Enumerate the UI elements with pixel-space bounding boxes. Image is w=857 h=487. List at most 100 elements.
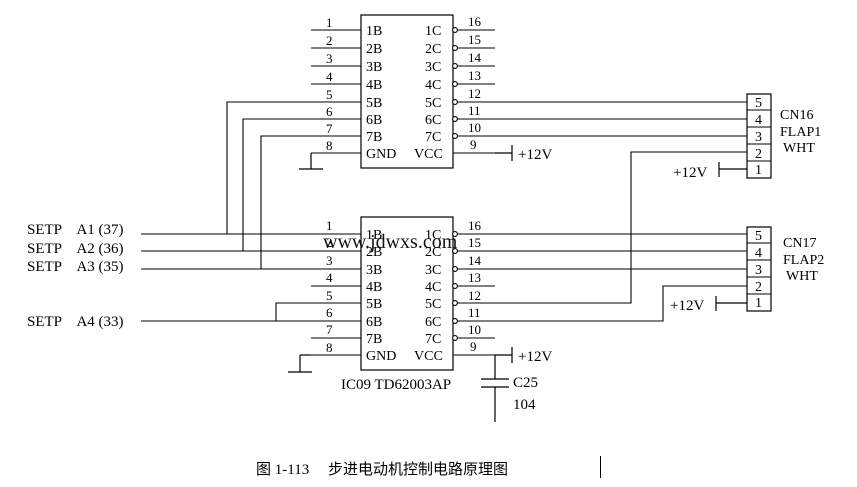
- capacitor-symbol: [481, 355, 509, 422]
- lower-ic-pin-num: 7: [326, 322, 333, 337]
- upper-ic-pin-num: 11: [468, 103, 481, 118]
- vcc-terminal: [495, 347, 513, 363]
- upper-ic-pin-num: 2: [326, 33, 333, 48]
- cn17-pin-4: 4: [755, 246, 762, 261]
- cn17-supply-terminal: [715, 296, 747, 311]
- lower-ic-pin-num: 9: [470, 339, 477, 354]
- upper-ic-pin-num: 13: [468, 68, 481, 83]
- upper-ic-pin-num: 12: [468, 86, 481, 101]
- cn17-pin-2: 2: [755, 280, 762, 295]
- signal-label-a4: SETP A4 (33): [27, 314, 124, 330]
- upper-ic-pin-label: 2C: [425, 42, 441, 57]
- cn16-pin-3: 3: [755, 130, 762, 145]
- lower-ic-pin-label: VCC: [414, 349, 443, 364]
- lower-ic-pin-label: 4C: [425, 280, 441, 295]
- upper-ic-pin-label: 4B: [366, 78, 382, 93]
- lower-ic: 1 2 3 4 5 6 7 8 1B 2B 3B 4B 5B 6B 7B GND…: [288, 216, 552, 422]
- lower-ic-pin-num: 15: [468, 235, 481, 250]
- lower-ic-pin-num: 11: [468, 305, 481, 320]
- figure-caption: 图 1-113 步进电动机控制电路原理图: [256, 461, 508, 478]
- upper-ic-pin-num: 16: [468, 14, 482, 29]
- cn17-pin-5: 5: [755, 229, 762, 244]
- lower-ic-body: [360, 216, 454, 371]
- cn16-pin-1: 1: [755, 163, 762, 178]
- upper-ic-pin-num: 14: [468, 50, 482, 65]
- ground-symbol: [288, 354, 312, 373]
- lower-ic-pin-num: 8: [326, 340, 333, 355]
- upper-ic-pin-label: 7C: [425, 130, 441, 145]
- upper-ic-pin-label: 5B: [366, 96, 382, 111]
- signal-wires: [141, 101, 311, 322]
- cn16-label-color: WHT: [783, 141, 815, 156]
- signal-label-a3: SETP A3 (35): [27, 259, 124, 275]
- upper-ic-pin-num: 9: [470, 137, 477, 152]
- lower-ic-pin-label: 6C: [425, 315, 441, 330]
- lower-ic-pin-num: 2: [326, 235, 333, 250]
- lower-ic-pin-label: 4B: [366, 280, 382, 295]
- lower-ic-pin-num: 10: [468, 322, 481, 337]
- upper-ic-pin-label: 3C: [425, 60, 441, 75]
- upper-vcc-label: +12V: [518, 147, 552, 163]
- watermark-text: www.jdwxs.com: [323, 231, 458, 253]
- lower-ic-pin-num: 3: [326, 253, 333, 268]
- lower-ic-pin-label: 5B: [366, 297, 382, 312]
- connector-cn17: 5 4 3 2 1 CN17 FLAP2 WHT +12V: [670, 226, 824, 314]
- lower-ic-pin-label: 2C: [425, 245, 441, 260]
- signal-label-a2: SETP A2 (36): [27, 241, 124, 257]
- lower-ic-pin-label: 5C: [425, 297, 441, 312]
- cn16-pin-4: 4: [755, 113, 762, 128]
- upper-ic-pin-label: 7B: [366, 130, 382, 145]
- upper-ic-pin-num: 4: [326, 69, 333, 84]
- upper-ic-pin-num: 15: [468, 32, 481, 47]
- upper-ic-body: [360, 14, 454, 169]
- lower-ic-pin-num: 1: [326, 218, 333, 233]
- lower-ic-pin-num: 5: [326, 288, 333, 303]
- lower-ic-pin-label: GND: [366, 349, 396, 364]
- upper-ic-pin-num: 5: [326, 87, 333, 102]
- lower-ic-pin-label: 1B: [366, 228, 382, 243]
- signal-label-a1: SETP A1 (37): [27, 222, 124, 238]
- capacitor-value: 104: [513, 397, 536, 413]
- cn17-name: CN17: [783, 236, 816, 251]
- cn16-pin-2: 2: [755, 147, 762, 162]
- lower-ic-pin-num: 12: [468, 288, 481, 303]
- lower-ic-pin-num: 14: [468, 253, 482, 268]
- ic-name-label: IC09 TD62003AP: [341, 377, 451, 393]
- vcc-terminal: [495, 145, 513, 161]
- upper-ic: 1 2 3 4 5 6 7 8 1B 2B 3B 4B 5B 6B 7B GND…: [299, 14, 552, 170]
- upper-ic-pin-num: 10: [468, 120, 481, 135]
- upper-ic-pin-num: 6: [326, 104, 333, 119]
- cn17-label-color: WHT: [786, 269, 818, 284]
- upper-ic-pin-label: 2B: [366, 42, 382, 57]
- cn17-label-flap: FLAP2: [783, 253, 824, 268]
- cn16-supply-terminal: [718, 162, 747, 177]
- upper-ic-pin-label: 6C: [425, 113, 441, 128]
- lower-ic-pin-label: 1C: [425, 228, 441, 243]
- lower-ic-pin-label: 2B: [366, 245, 382, 260]
- upper-ic-pin-label: 6B: [366, 113, 382, 128]
- upper-ic-pin-label: VCC: [414, 147, 443, 162]
- lower-ic-pin-label: 6B: [366, 315, 382, 330]
- upper-ic-pin-label: 5C: [425, 96, 441, 111]
- upper-ic-pin-label: 3B: [366, 60, 382, 75]
- upper-ic-pin-num: 3: [326, 51, 333, 66]
- lower-ic-pin-num: 6: [326, 305, 333, 320]
- text-cursor: [600, 456, 601, 478]
- lower-ic-pin-label: 3C: [425, 263, 441, 278]
- lower-ic-pin-num: 16: [468, 218, 482, 233]
- lower-ic-pin-label: 7C: [425, 332, 441, 347]
- output-wires: [495, 101, 747, 322]
- cn16-label-flap: FLAP1: [780, 125, 821, 140]
- cn17-pin-3: 3: [755, 263, 762, 278]
- upper-ic-pin-label: 1C: [425, 24, 441, 39]
- connector-cn16: 5 4 3 2 1 CN16 FLAP1 WHT +12V: [673, 93, 821, 181]
- cn17-pin-1: 1: [755, 296, 762, 311]
- lower-ic-pin-label: 3B: [366, 263, 382, 278]
- lower-ic-pin-num: 13: [468, 270, 481, 285]
- lower-vcc-label: +12V: [518, 349, 552, 365]
- upper-ic-pin-num: 8: [326, 138, 333, 153]
- upper-ic-pin-label: 4C: [425, 78, 441, 93]
- capacitor-name: C25: [513, 375, 538, 391]
- lower-ic-pin-label: 7B: [366, 332, 382, 347]
